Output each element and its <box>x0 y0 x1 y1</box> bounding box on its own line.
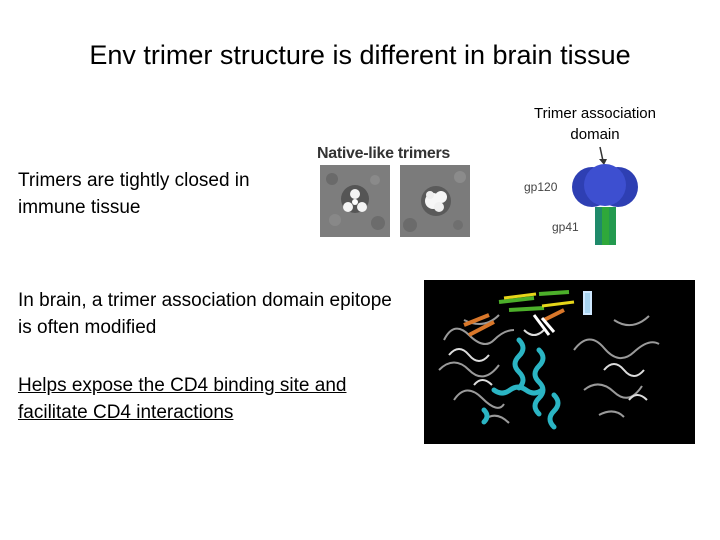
pointer-arrow-line <box>599 146 604 162</box>
domain-marker <box>583 291 592 315</box>
native-like-trimers-label: Native-like trimers <box>317 145 451 162</box>
trimer-crystal-structure-image <box>424 280 695 444</box>
trimer-schematic: gp120 gp41 <box>520 145 660 250</box>
cd4-binding-text: Helps expose the CD4 binding site and fa… <box>18 375 347 423</box>
pointer-arrowhead <box>599 159 607 165</box>
gp41-stem-green-1 <box>602 207 609 245</box>
trimer-association-domain-label: Trimer association domain <box>534 105 656 143</box>
brain-tissue-text: In brain, a trimer association domain ep… <box>18 290 392 338</box>
immune-tissue-text: Trimers are tightly closed in immune tis… <box>18 170 250 218</box>
micrograph-image-1 <box>320 165 390 237</box>
slide-title: Env trimer structure is different in bra… <box>89 40 631 70</box>
micrograph-trimer-1 <box>320 165 390 237</box>
gp120-label: gp120 <box>524 180 558 194</box>
gp41-label: gp41 <box>552 220 579 234</box>
gp120-subunit-center <box>584 164 626 206</box>
gp41-stem-green-2 <box>609 207 616 245</box>
gp41-stem-teal <box>595 207 602 245</box>
micrograph-image-2 <box>400 165 470 237</box>
micrograph-trimer-2 <box>400 165 470 237</box>
